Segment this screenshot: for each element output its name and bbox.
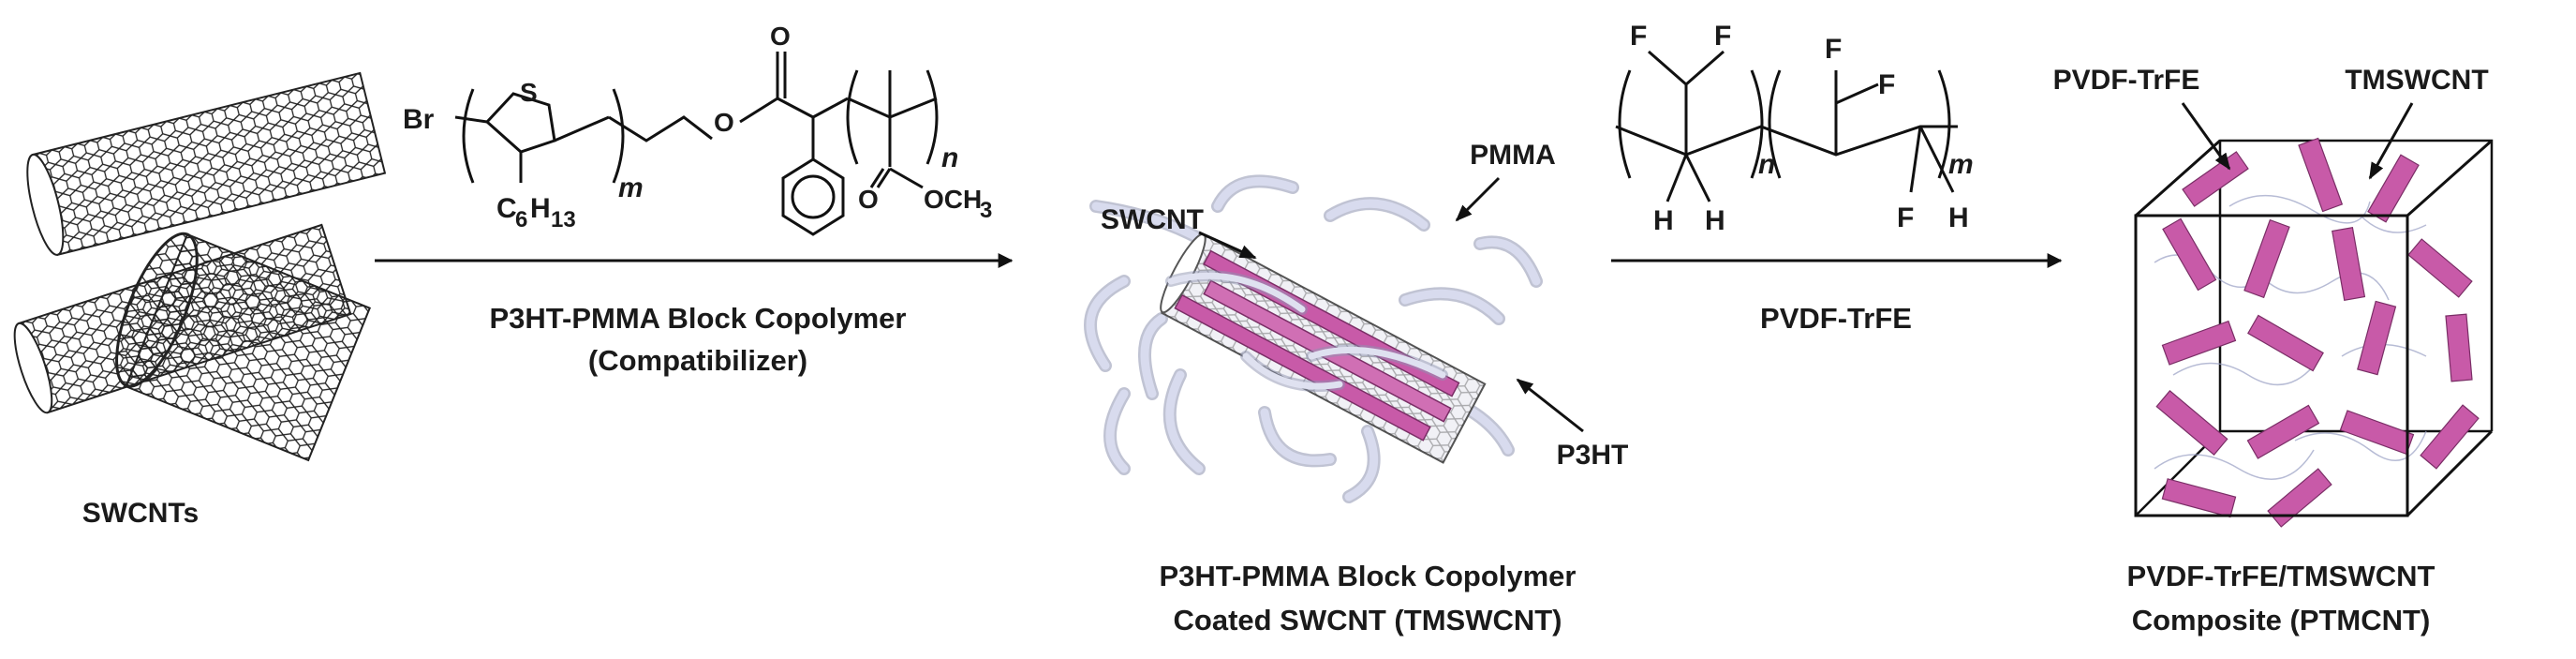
svg-text:H: H: [530, 193, 551, 224]
pvdf-trfe-structure: [1615, 50, 1958, 202]
p3ht-pmma-structure: [454, 52, 939, 236]
svg-text:H: H: [1705, 205, 1725, 236]
svg-text:O: O: [714, 108, 734, 137]
p3ht-pmma-atoms: Br S C 6 H 13 m O O n O OCH 3: [403, 22, 992, 232]
composite-label-line1: PVDF-TrFE/TMSWCNT: [2127, 560, 2435, 592]
swcnt-bundle-illustration: [13, 71, 387, 462]
pointer-swcnt: [1198, 231, 1257, 260]
pointer-swcnt-label: SWCNT: [1101, 204, 1204, 235]
pointer-p3ht: [1516, 378, 1584, 433]
arrow1-label-line1: P3HT-PMMA Block Copolymer: [490, 302, 907, 335]
pointer-pmma-label: PMMA: [1470, 140, 1556, 171]
svg-text:S: S: [520, 78, 538, 107]
pvdf-trfe-atoms: F F F F F H H H n m: [1630, 21, 1974, 236]
svg-text:F: F: [1897, 202, 1914, 233]
svg-text:F: F: [1630, 21, 1647, 52]
svg-text:m: m: [618, 172, 644, 203]
composite-cube: [2134, 137, 2494, 528]
arrow1-label-line2: (Compatibilizer): [588, 344, 807, 377]
svg-text:C: C: [496, 193, 517, 224]
swcnts-label: SWCNTs: [82, 498, 199, 529]
svg-text:O: O: [858, 185, 879, 214]
svg-text:O: O: [770, 22, 791, 51]
pointer-tmswcnt: [2368, 102, 2414, 180]
svg-text:F: F: [1878, 69, 1895, 100]
pointer-pmma: [1455, 176, 1501, 222]
coated-label-line1: P3HT-PMMA Block Copolymer: [1160, 560, 1577, 592]
svg-text:F: F: [1825, 34, 1842, 65]
svg-text:3: 3: [980, 198, 992, 223]
svg-text:6: 6: [515, 207, 527, 232]
coated-label-line2: Coated SWCNT (TMSWCNT): [1174, 604, 1562, 637]
pointer-pvdf-label: PVDF-TrFE: [2053, 65, 2200, 96]
svg-text:Br: Br: [403, 104, 435, 135]
svg-text:m: m: [1948, 149, 1974, 180]
svg-text:OCH: OCH: [924, 185, 982, 214]
svg-text:n: n: [941, 142, 958, 173]
svg-text:F: F: [1714, 21, 1731, 52]
tmswcnt-illustration: [1084, 174, 1543, 503]
svg-text:H: H: [1653, 205, 1674, 236]
composite-label-line2: Composite (PTMCNT): [2132, 604, 2431, 637]
pointer-pvdf: [2181, 102, 2231, 171]
svg-text:n: n: [1758, 149, 1775, 180]
svg-text:13: 13: [551, 207, 576, 232]
svg-text:H: H: [1948, 202, 1969, 233]
pointer-p3ht-label: P3HT: [1557, 440, 1629, 471]
arrow2-label: PVDF-TrFE: [1760, 302, 1912, 335]
pointer-tmswcnt-label: TMSWCNT: [2345, 65, 2488, 96]
